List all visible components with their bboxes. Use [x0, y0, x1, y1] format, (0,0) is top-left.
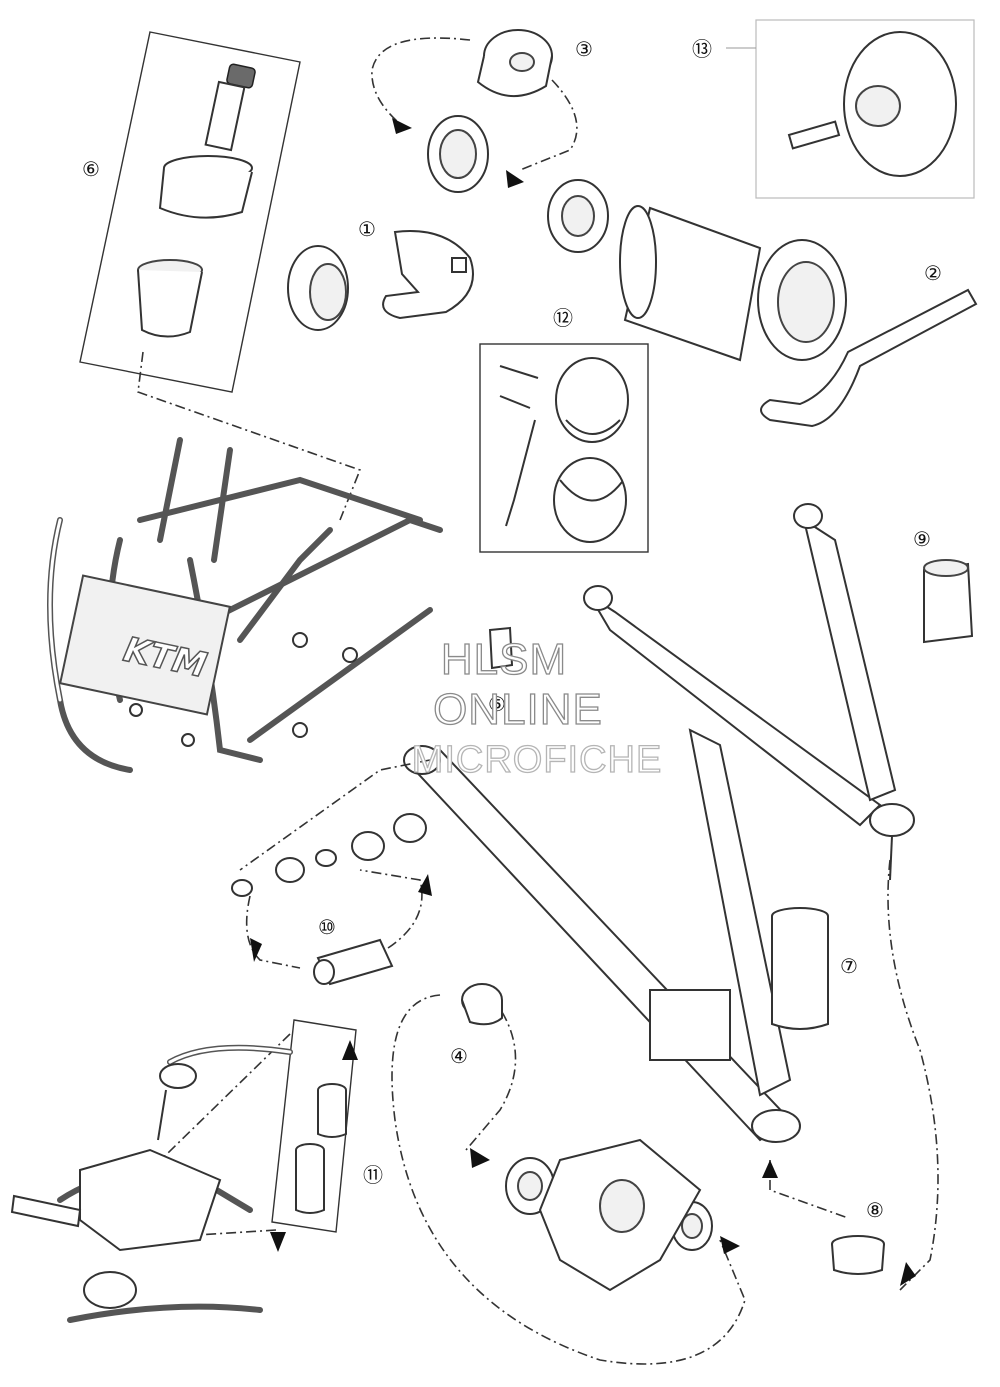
- vehicle-frame: [47, 437, 443, 773]
- callout-1: ①: [358, 217, 376, 241]
- tool-6-press-kit: [79, 31, 362, 521]
- press-cylinder: [619, 205, 847, 362]
- watermark-line-2: ONLINE: [433, 685, 603, 734]
- callout-10: ⑩: [318, 915, 336, 939]
- callout-11: ⑪: [363, 1163, 383, 1187]
- callout-2: ②: [924, 261, 942, 285]
- tool-7-sleeve: [771, 907, 829, 1030]
- tool-4-bearing-kit: [391, 983, 746, 1365]
- watermark: HLSM ONLINE MICROFICHE: [411, 634, 663, 781]
- tool-1-nut-spanner: [287, 230, 474, 331]
- callout-layer: ① ② ③ ④ ⑤ ⑥ ⑦ ⑧ ⑨ ⑩ ⑪ ⑫ ⑬: [82, 37, 942, 1222]
- callout-3: ③: [575, 37, 593, 61]
- callout-7: ⑦: [840, 954, 858, 978]
- callout-6: ⑥: [82, 157, 100, 181]
- lower-a-arm: [239, 728, 801, 1143]
- tool-10-bushing-kit: [231, 813, 432, 986]
- watermark-line-3: MICROFICHE: [412, 739, 663, 781]
- callout-9: ⑨: [913, 527, 931, 551]
- tool-12-ring-kit: [479, 343, 649, 553]
- upper-a-arm: [488, 503, 974, 881]
- callout-12: ⑫: [553, 306, 573, 330]
- tool-11-pin-kit: [10, 1019, 358, 1323]
- callout-13: ⑬: [692, 37, 712, 61]
- callout-4: ④: [450, 1044, 468, 1068]
- tool-13-puller: [726, 19, 975, 199]
- callout-5: ⑤: [488, 692, 506, 716]
- callout-8: ⑧: [866, 1198, 884, 1222]
- tool-3-seal-kit: [371, 29, 609, 253]
- tool-8-ring: [762, 859, 939, 1291]
- watermark-line-1: HLSM: [441, 635, 567, 684]
- tool-2-hook-spanner: [760, 288, 978, 428]
